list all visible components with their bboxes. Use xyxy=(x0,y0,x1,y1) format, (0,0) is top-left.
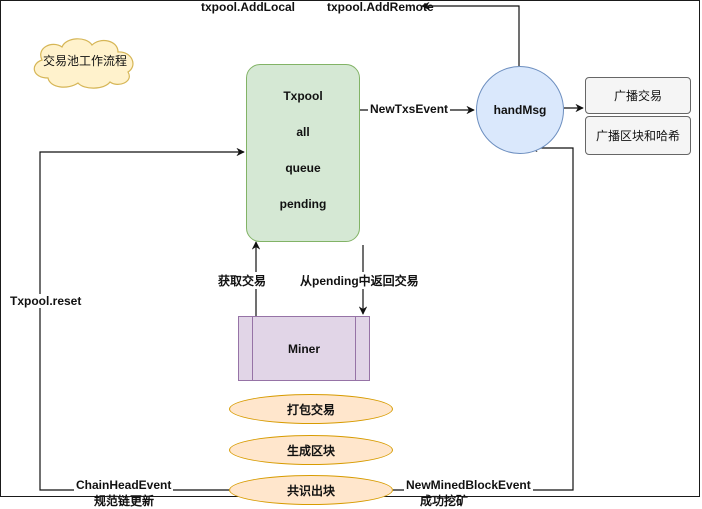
cloud-shape xyxy=(33,38,134,89)
step-gen-block: 生成区块 xyxy=(229,435,393,465)
step-consensus: 共识出块 xyxy=(229,475,393,505)
txpool-queue: queue xyxy=(285,161,321,175)
miner-left-bar xyxy=(252,317,253,380)
edge-new-mined xyxy=(393,143,574,491)
step-pack-tx: 打包交易 xyxy=(229,394,393,424)
edge-reset xyxy=(39,147,245,491)
txpool-pending: pending xyxy=(279,197,327,211)
label-new-mined-sub: 成功挖矿 xyxy=(420,494,469,508)
label-chain-head-sub: 规范链更新 xyxy=(94,494,155,508)
label-new-txs-event: NewTxsEvent xyxy=(368,102,451,116)
txpool-all: all xyxy=(296,125,310,139)
label-add-remote: txpool.AddRemote xyxy=(327,0,434,14)
txpool-node: Txpool all queue pending xyxy=(246,64,360,242)
label-reset: Txpool.reset xyxy=(8,294,84,308)
label-return-tx: 从pending中返回交易 xyxy=(298,272,421,289)
label-chain-head: ChainHeadEvent xyxy=(74,478,174,492)
label-get-tx: 获取交易 xyxy=(216,272,269,289)
handmsg-node: handMsg xyxy=(476,66,564,154)
label-new-mined: NewMinedBlockEvent xyxy=(404,478,533,492)
edge-add-remote xyxy=(421,1,520,66)
broadcast-block-box: 广播区块和哈希 xyxy=(585,116,691,155)
miner-right-bar xyxy=(355,317,356,380)
cloud-label: 交易池工作流程 xyxy=(42,54,127,68)
txpool-title: Txpool xyxy=(283,89,323,103)
broadcast-tx-box: 广播交易 xyxy=(585,77,691,114)
miner-node: Miner xyxy=(238,316,370,381)
label-add-local: txpool.AddLocal xyxy=(201,0,295,14)
miner-label: Miner xyxy=(287,341,320,356)
